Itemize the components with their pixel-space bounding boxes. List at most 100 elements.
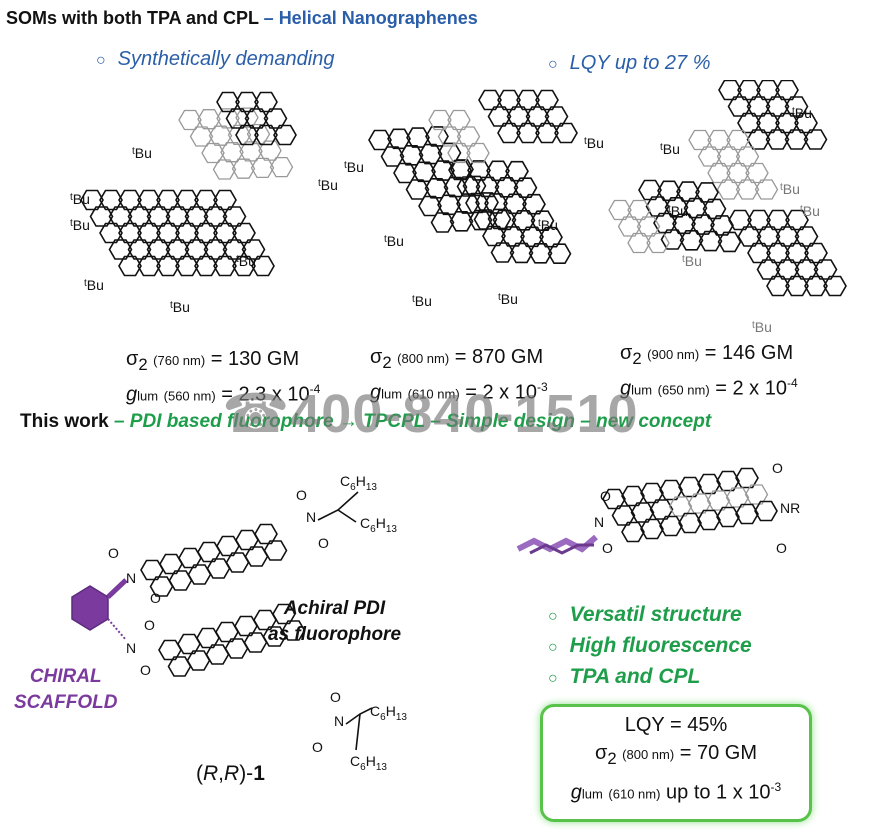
sigma-wavelength-3: (900 nm) [647,347,700,362]
o-atom-r1: O [600,488,611,504]
o-atom-r2: O [602,540,613,556]
tbu-label: tBu [170,299,190,315]
tbu-label: tBu [660,141,680,157]
compound-number: 1 [253,762,265,785]
this-work-line: This work – PDI based fluorophore → TPCP… [20,411,711,433]
nr-label: NR [780,500,800,516]
glum-value-3: = 2 x 10 [709,377,787,400]
c6h13-label-3: C6H13 [370,703,407,723]
n-atom-3: N [126,640,136,656]
nanographene-1-ring [250,157,275,179]
sigma-wavelength-1: (760 nm) [153,353,206,368]
c6h13-label-1: C6H13 [340,473,377,493]
pdi-stack-ring [621,521,645,543]
glum-result-exponent: -3 [770,780,782,794]
glum-line-1: glum (560 nm) = 2.3 x 10-4 [126,382,321,406]
glum-wavelength-2: (610 nm) [407,386,460,402]
pdi-stack-rings [602,467,778,543]
n-atom-2: N [306,509,316,525]
top-bullet-2: ○ LQY up to 27 % [548,52,711,75]
glum-result-wavelength: (610 nm) [608,786,661,802]
glum-value-1: = 2.3 x 10 [215,383,310,406]
purple-scaffold-chain [516,534,598,553]
feature-bullets: ○Versatil structure ○High fluorescence ○… [548,600,752,693]
pdi-stack-ring [659,515,683,537]
bullet-circle-icon: ○ [548,608,558,625]
nanographene-1-ring [212,159,237,180]
chiral-line-2: SCAFFOLD [14,692,118,713]
bullet-circle-icon: ○ [96,52,106,69]
alkyl-bond-2 [337,509,357,523]
sigma-value-3: = 146 GM [699,342,794,364]
pdi-stack-ring [754,500,778,522]
tbu-label: tBu [236,253,256,269]
metrics-molecule-1: σ2 (760 nm) = 130 GM glum (560 nm) = 2.3… [126,347,320,409]
o-atom-r3: O [772,460,783,476]
o-atom-3: O [296,487,307,503]
tbu-label: tBu [84,277,104,293]
pdi-dimer-structure: N O O O N O N O O O N O C6H13 C6H13 C6H1… [71,473,407,770]
tbu-label: tBu [318,177,338,193]
compound-mid: , [218,762,225,785]
sigma-result-value: = 70 GM [674,742,757,764]
top-bullet-2-text: LQY up to 27 % [569,52,711,74]
o-atom-8: O [312,739,323,755]
feature-bullet-2-text: High fluorescence [569,634,752,657]
atom-labels-lower-left: N O O O N O N O O O N O C6H13 C6H13 C6H1… [108,473,407,770]
bullet-circle-icon: ○ [548,56,558,73]
alkyl-bond-1 [317,491,359,521]
feature-bullet-3-text: TPA and CPL [569,665,701,688]
glum-wavelength-3: (650 nm) [657,382,710,398]
sigma-value-1: = 130 GM [205,348,300,370]
sigma-result: σ2 (800 nm) = 70 GM [594,742,757,768]
nanographene-1-ring [231,158,256,179]
top-bullet-1: ○ Synthetically demanding [96,48,334,71]
glum-line-2: glum (610 nm) = 2 x 10-3 [370,380,548,404]
o-atom-4: O [318,535,329,551]
sigma-line-1: σ2 (760 nm) = 130 GM [126,348,300,374]
tbu-label: tBu [384,233,404,249]
n-atom-1: N [126,570,136,586]
this-work-lead: This work [20,411,109,432]
metrics-molecule-3: σ2 (900 nm) = 146 GM glum (650 nm) = 2 x… [620,341,798,403]
achiral-line-2: as fluorophore [268,624,402,645]
this-work-rest: – PDI based fluorophore → TPCPL – Simple… [108,411,712,432]
pdi-unit-upper [140,523,288,597]
glum-wavelength-1: (560 nm) [163,388,216,404]
pdi-upper-ring [263,540,288,561]
achiral-pdi-label: Achiral PDI as fluorophore [268,596,401,648]
n-atom-4: N [334,713,344,729]
o-atom-6: O [140,662,151,678]
o-atom-1: O [108,545,119,561]
phone-watermark: ☎400-840-1510 [222,384,639,444]
wedge-bond [106,578,128,599]
tbu-label: tBu [412,293,432,309]
hash-bond [107,618,127,641]
sigma-line-3: σ2 (900 nm) = 146 GM [620,342,794,368]
compound-r1: R [203,762,219,785]
glum-exponent-2: -3 [536,380,548,394]
chiral-scaffold-label: CHIRAL SCAFFOLD [14,664,117,716]
compound-label: (R,R)-1 [196,762,265,786]
top-bullet-1-text: Synthetically demanding [117,48,335,70]
chiral-line-1: CHIRAL [29,666,102,687]
feature-bullet-3: ○ TPA and CPL [548,662,752,693]
results-box: LQY = 45% σ2 (800 nm) = 70 GM glum (610 … [540,704,812,822]
feature-bullet-2: ○High fluorescence [548,631,752,662]
n-atom-r1: N [594,514,604,530]
slide-title: SOMs with both TPA and CPL – Helical Nan… [6,8,478,29]
o-atom-2: O [150,590,161,606]
tbu-label: tBu [538,217,558,233]
pdi-stack-ring [678,512,702,534]
atom-labels-right: O N O O NR O [594,460,800,556]
bullet-circle-icon: ○ [548,670,558,687]
tbu-label: tBu [752,319,772,335]
c6h13-label-2: C6H13 [360,515,397,535]
sigma-line-2: σ2 (800 nm) = 870 GM [370,346,544,372]
pdi-stack-structure: O N O O NR O [516,460,800,556]
o-atom-5: O [144,617,155,633]
nanographene-1-ring [269,156,294,178]
tbu-label: tBu [132,145,152,161]
